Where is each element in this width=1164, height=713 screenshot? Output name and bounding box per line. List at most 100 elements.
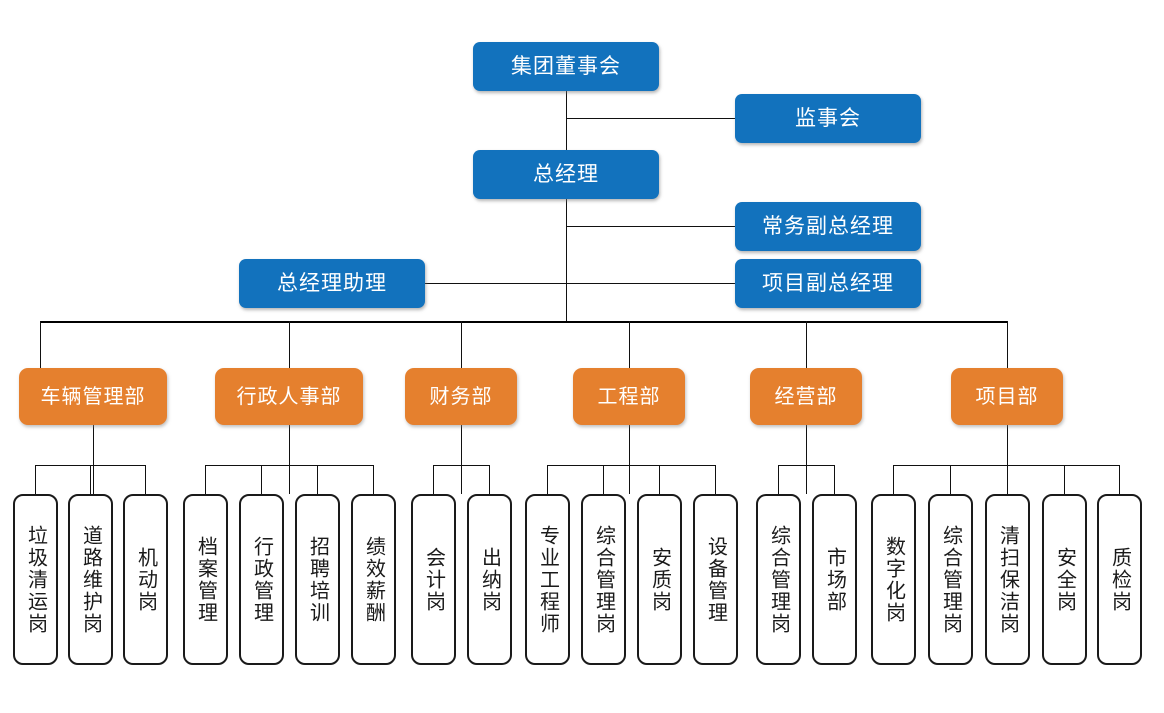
connector-leaf-drop-3-2 xyxy=(659,465,660,494)
node-position-2-1-label: 出纳岗 xyxy=(478,546,501,613)
connector-board-to-gm xyxy=(566,91,567,150)
node-position-1-1[interactable]: 行政管理 xyxy=(239,494,284,665)
connector-leaf-drop-0-0 xyxy=(35,465,36,494)
node-position-2-1[interactable]: 出纳岗 xyxy=(467,494,512,665)
connector-dept-drop-2 xyxy=(461,321,462,368)
node-position-1-2-label: 招聘培训 xyxy=(306,535,329,624)
connector-leaf-drop-4-0 xyxy=(778,465,779,494)
node-position-0-0[interactable]: 垃圾清运岗 xyxy=(13,494,58,665)
node-position-5-1-label: 综合管理岗 xyxy=(939,524,962,635)
node-position-2-0[interactable]: 会计岗 xyxy=(411,494,456,665)
connector-leaf-drop-1-0 xyxy=(205,465,206,494)
node-position-5-2-label: 清扫保洁岗 xyxy=(996,524,1019,635)
connector-dept-drop-0 xyxy=(40,321,41,368)
node-department-4[interactable]: 经营部 xyxy=(750,368,862,425)
sub-bus-1 xyxy=(205,465,373,466)
node-position-3-2[interactable]: 安质岗 xyxy=(637,494,682,665)
node-executive-deputy-gm[interactable]: 常务副总经理 xyxy=(735,202,921,251)
connector-leaf-drop-1-1 xyxy=(261,465,262,494)
node-position-1-3-label: 绩效薪酬 xyxy=(362,535,385,624)
node-department-0[interactable]: 车辆管理部 xyxy=(19,368,167,425)
node-position-5-1[interactable]: 综合管理岗 xyxy=(928,494,973,665)
node-position-5-3[interactable]: 安全岗 xyxy=(1042,494,1087,665)
node-group-board[interactable]: 集团董事会 xyxy=(473,42,659,91)
node-position-0-1-label: 道路维护岗 xyxy=(79,524,102,635)
node-position-1-2[interactable]: 招聘培训 xyxy=(295,494,340,665)
connector-dept-stem-5 xyxy=(1007,425,1008,494)
node-position-3-3-label: 设备管理 xyxy=(704,535,727,624)
node-project-deputy-gm-label: 项目副总经理 xyxy=(762,271,894,295)
node-position-1-0[interactable]: 档案管理 xyxy=(183,494,228,665)
node-position-5-4[interactable]: 质检岗 xyxy=(1097,494,1142,665)
connector-leaf-drop-0-2 xyxy=(145,465,146,494)
connector-dept-drop-3 xyxy=(629,321,630,368)
connector-leaf-drop-4-1 xyxy=(834,465,835,494)
node-department-3-label: 工程部 xyxy=(597,385,661,408)
node-department-1-label: 行政人事部 xyxy=(236,385,342,408)
connector-leaf-drop-1-2 xyxy=(317,465,318,494)
connector-leaf-drop-5-1 xyxy=(950,465,951,494)
node-general-manager[interactable]: 总经理 xyxy=(473,150,659,199)
node-department-5-label: 项目部 xyxy=(975,385,1039,408)
node-position-3-1-label: 综合管理岗 xyxy=(592,524,615,635)
connector-leaf-drop-0-1 xyxy=(90,465,91,494)
node-position-5-4-label: 质检岗 xyxy=(1108,546,1131,613)
node-position-3-0[interactable]: 专业工程师 xyxy=(525,494,570,665)
node-position-0-1[interactable]: 道路维护岗 xyxy=(68,494,113,665)
connector-gm-to-project-deputy xyxy=(566,283,735,284)
node-project-deputy-gm[interactable]: 项目副总经理 xyxy=(735,259,921,308)
node-position-5-0[interactable]: 数字化岗 xyxy=(871,494,916,665)
connector-gm-to-assistant xyxy=(425,283,566,284)
connector-leaf-drop-2-1 xyxy=(489,465,490,494)
connector-gm-to-exec-deputy xyxy=(566,226,735,227)
sub-bus-2 xyxy=(433,465,489,466)
node-position-0-0-label: 垃圾清运岗 xyxy=(24,524,47,635)
node-position-3-3[interactable]: 设备管理 xyxy=(693,494,738,665)
connector-leaf-drop-3-1 xyxy=(603,465,604,494)
connector-leaf-drop-2-0 xyxy=(433,465,434,494)
node-position-4-1[interactable]: 市场部 xyxy=(812,494,857,665)
connector-dept-stem-0 xyxy=(93,425,94,494)
connector-leaf-drop-3-3 xyxy=(715,465,716,494)
connector-leaf-drop-5-3 xyxy=(1064,465,1065,494)
node-position-0-2-label: 机动岗 xyxy=(134,546,157,613)
connector-gm-to-supervisory xyxy=(566,118,735,119)
node-position-3-0-label: 专业工程师 xyxy=(536,524,559,635)
node-position-1-1-label: 行政管理 xyxy=(250,535,273,624)
connector-leaf-drop-5-0 xyxy=(893,465,894,494)
node-general-manager-label: 总经理 xyxy=(533,162,599,186)
node-supervisory-board-label: 监事会 xyxy=(795,106,861,130)
connector-dept-drop-5 xyxy=(1007,321,1008,368)
node-position-4-0[interactable]: 综合管理岗 xyxy=(756,494,801,665)
node-position-3-1[interactable]: 综合管理岗 xyxy=(581,494,626,665)
node-department-0-label: 车辆管理部 xyxy=(40,385,146,408)
node-department-1[interactable]: 行政人事部 xyxy=(215,368,363,425)
node-department-3[interactable]: 工程部 xyxy=(573,368,685,425)
sub-bus-3 xyxy=(547,465,715,466)
node-position-5-2[interactable]: 清扫保洁岗 xyxy=(985,494,1030,665)
node-position-2-0-label: 会计岗 xyxy=(422,546,445,613)
node-gm-assistant-label: 总经理助理 xyxy=(277,271,387,295)
node-position-5-3-label: 安全岗 xyxy=(1053,546,1076,613)
node-position-1-3[interactable]: 绩效薪酬 xyxy=(351,494,396,665)
node-department-4-label: 经营部 xyxy=(774,385,838,408)
node-supervisory-board[interactable]: 监事会 xyxy=(735,94,921,143)
node-department-5[interactable]: 项目部 xyxy=(951,368,1063,425)
connector-leaf-drop-1-3 xyxy=(373,465,374,494)
connector-dept-stem-3 xyxy=(629,425,630,494)
node-position-1-0-label: 档案管理 xyxy=(194,535,217,624)
node-position-3-2-label: 安质岗 xyxy=(648,546,671,613)
department-bus xyxy=(40,321,1008,323)
connector-dept-drop-1 xyxy=(289,321,290,368)
node-position-4-0-label: 综合管理岗 xyxy=(767,524,790,635)
sub-bus-4 xyxy=(778,465,834,466)
connector-leaf-drop-5-2 xyxy=(1007,465,1008,494)
connector-dept-stem-4 xyxy=(806,425,807,494)
node-position-0-2[interactable]: 机动岗 xyxy=(123,494,168,665)
node-department-2[interactable]: 财务部 xyxy=(405,368,517,425)
node-gm-assistant[interactable]: 总经理助理 xyxy=(239,259,425,308)
connector-dept-drop-4 xyxy=(806,321,807,368)
connector-dept-stem-1 xyxy=(289,425,290,494)
node-position-4-1-label: 市场部 xyxy=(823,546,846,613)
